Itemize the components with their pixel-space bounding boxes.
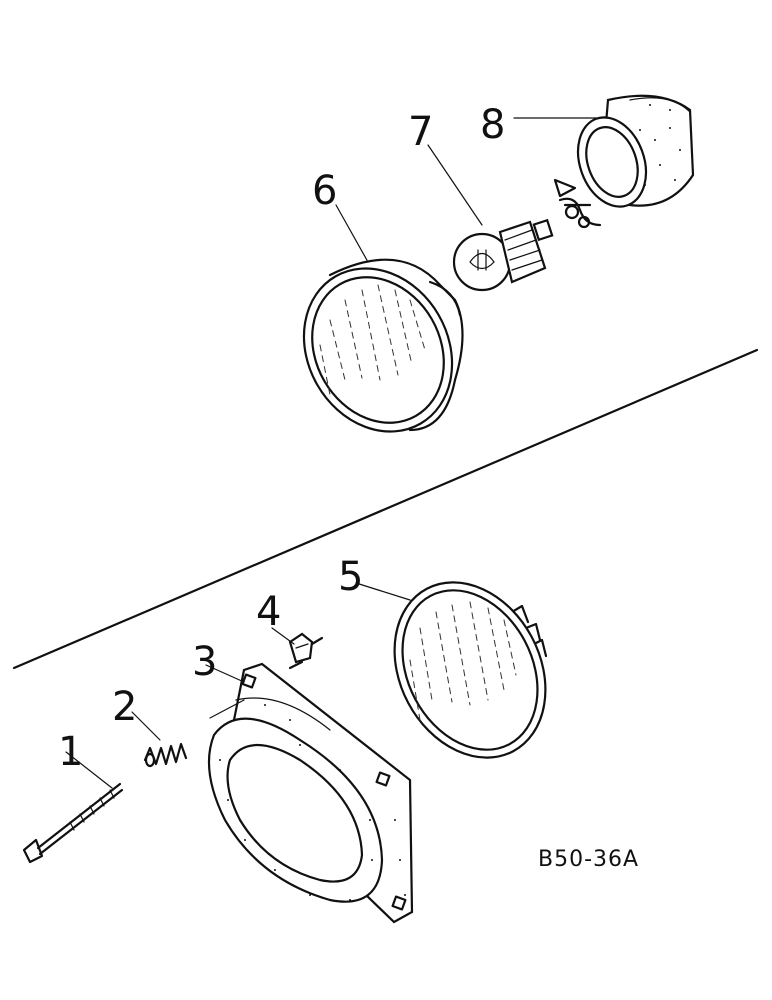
part-8-lamp-housing (576, 94, 695, 208)
leader-4 (271, 627, 295, 645)
leader-3b (209, 699, 245, 719)
leader-6 (335, 204, 369, 263)
part-6-sealed-beam-lamp (302, 258, 464, 433)
part-5-sealed-beam-lamp (393, 581, 548, 759)
part-2-spring (143, 742, 188, 768)
part-7-bulb (452, 218, 554, 292)
drawing-reference-code: B50-36A (538, 847, 639, 872)
callout-6: 6 (312, 168, 337, 214)
callout-2: 2 (112, 684, 137, 730)
part-1-screw (22, 782, 124, 864)
leader-2 (131, 711, 161, 741)
callout-7: 7 (408, 109, 433, 155)
callout-3: 3 (192, 639, 217, 685)
leader-3 (205, 664, 245, 683)
callout-5: 5 (338, 554, 363, 600)
leader-5 (355, 582, 411, 601)
callout-1: 1 (58, 729, 83, 775)
part-4-nut (288, 632, 324, 670)
leader-7 (427, 144, 483, 226)
callout-4: 4 (256, 589, 281, 635)
section-divider-line (12, 348, 759, 670)
part-3-mounting-frame (207, 662, 414, 924)
callout-8: 8 (480, 102, 505, 148)
leader-1 (65, 751, 113, 789)
retaining-clip (553, 178, 602, 229)
